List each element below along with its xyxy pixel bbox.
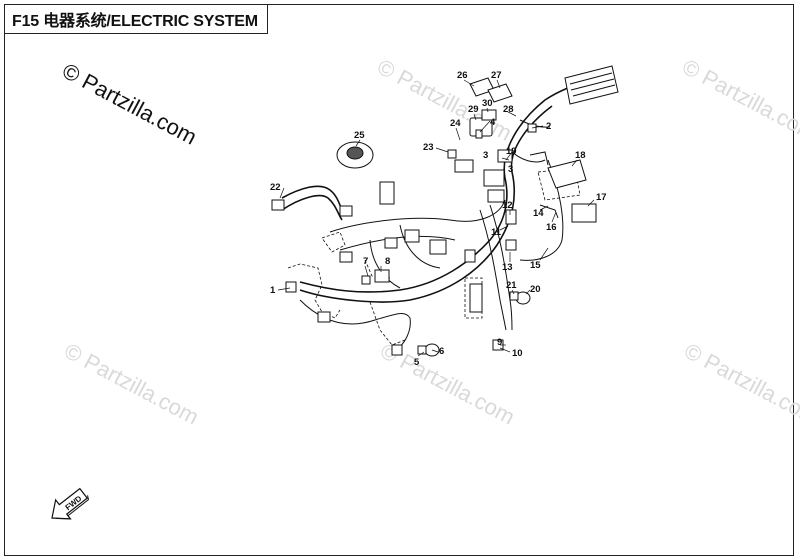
callout-3a: 3: [508, 164, 513, 175]
callout-24: 24: [450, 118, 461, 129]
diagram-frame: [4, 4, 794, 556]
connector-block-a: [454, 159, 474, 173]
connector-block-b: [483, 169, 505, 187]
callout-1: 1: [270, 285, 276, 296]
harness-outlines: [287, 167, 581, 346]
bracket-18: [547, 159, 587, 189]
callout-8: 8: [385, 256, 390, 267]
callout-17: 17: [596, 192, 607, 203]
starter-relay: [379, 181, 395, 205]
callout-6: 6: [439, 346, 444, 357]
callout-9: 9: [497, 337, 502, 348]
callout-18: 18: [575, 150, 586, 161]
sensor-plug-22: [271, 199, 285, 211]
callout-2: 2: [546, 121, 551, 132]
callout-5: 5: [414, 357, 420, 368]
callout-10: 10: [512, 348, 523, 359]
fuse-pad-27: [487, 83, 513, 103]
callout-19: 19: [506, 146, 517, 157]
callout-16: 16: [546, 222, 557, 233]
callout-7: 7: [363, 256, 368, 267]
callout-28: 28: [503, 104, 514, 115]
fuse-holder: [469, 283, 483, 313]
callout-29: 29: [468, 104, 479, 115]
callout-27: 27: [491, 70, 502, 81]
callouts: 1 2 3 3 4 5 6 7 8 9 10 11 12 13 14 15 16…: [270, 70, 607, 368]
leader-lines: [277, 79, 595, 357]
callout-23: 23: [423, 142, 434, 153]
callout-3b: 3: [483, 150, 488, 161]
callout-12: 12: [502, 200, 513, 211]
relay-30: [481, 109, 497, 121]
battery-box: [571, 203, 597, 223]
page-title: F15 电器系统/ELECTRIC SYSTEM: [4, 4, 268, 34]
callout-26: 26: [457, 70, 468, 81]
relay-8: [374, 269, 390, 283]
callout-4: 4: [490, 117, 496, 128]
callout-20: 20: [530, 284, 541, 295]
callout-21: 21: [506, 280, 517, 291]
page-title-text: F15 电器系统/ELECTRIC SYSTEM: [12, 12, 258, 30]
parts: [271, 65, 619, 357]
callout-15: 15: [530, 260, 541, 271]
callout-22: 22: [270, 182, 281, 193]
callout-11: 11: [491, 227, 502, 238]
callout-25: 25: [354, 130, 365, 141]
callout-13: 13: [502, 262, 513, 273]
callout-30: 30: [482, 98, 493, 109]
fwd-arrow: FWD: [51, 487, 89, 520]
callout-14: 14: [533, 208, 544, 219]
